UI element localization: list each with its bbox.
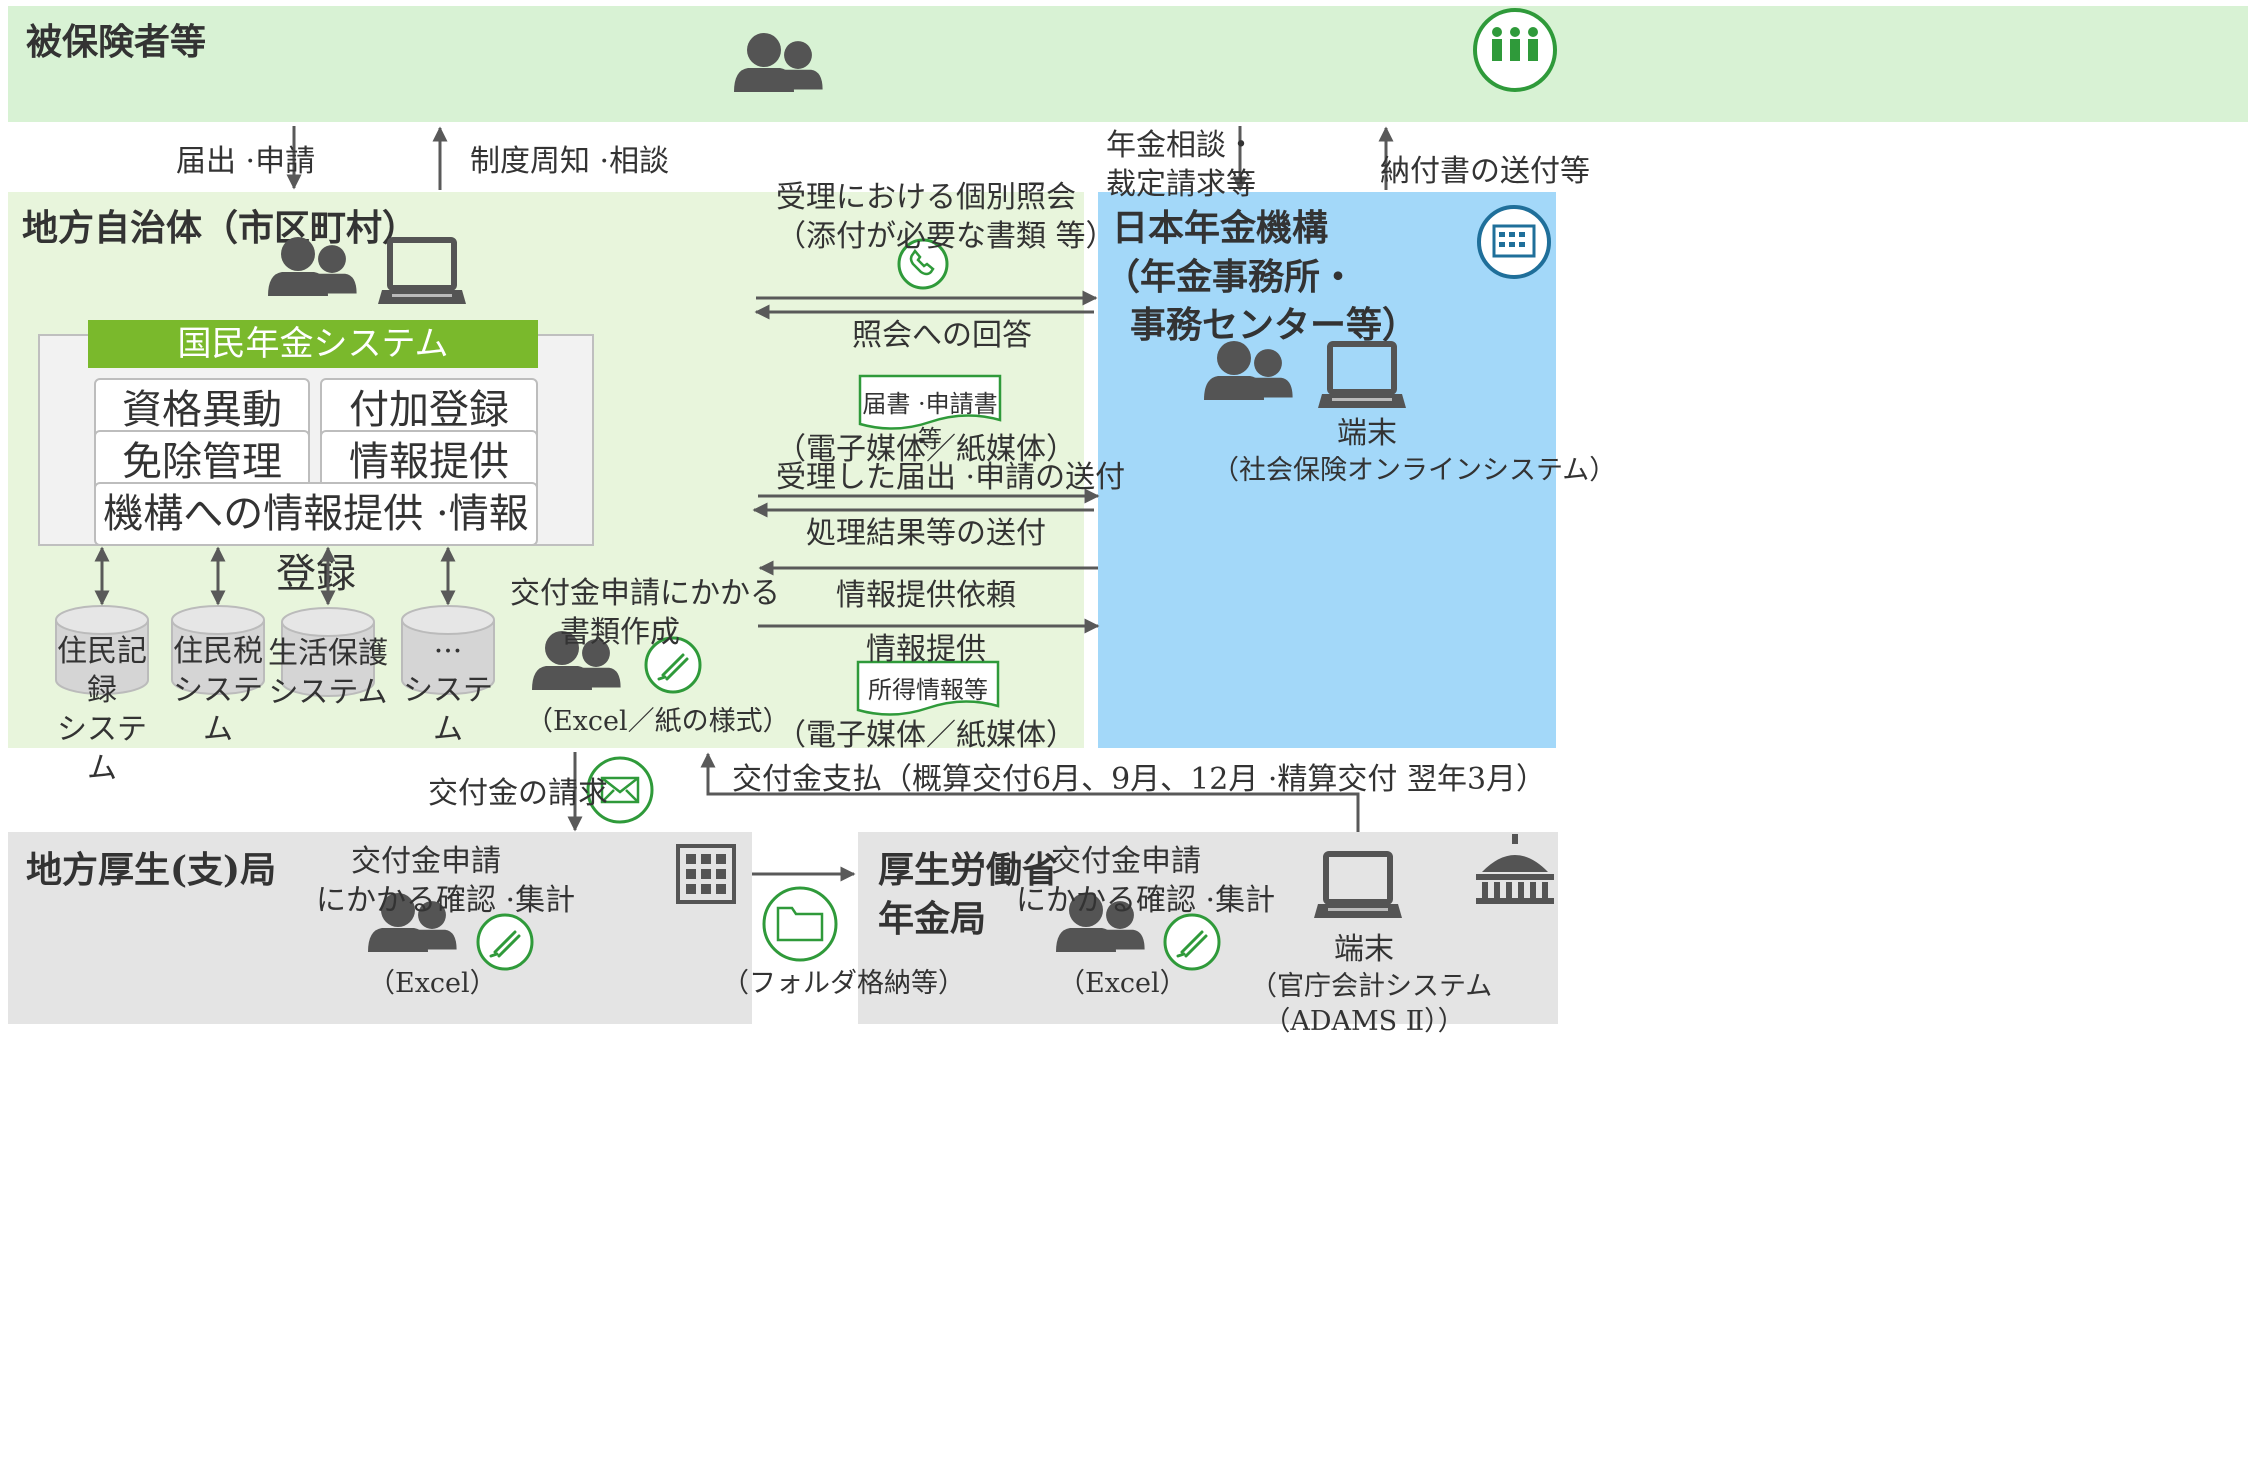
database-residence-tax-label: 住民税 システム xyxy=(164,632,272,749)
pension-laptop-icon xyxy=(1318,344,1406,408)
ministry-pen-icon xyxy=(1163,913,1221,971)
citizens-panel xyxy=(8,6,2248,122)
database-welfare-line1: 生活保護 xyxy=(268,636,388,671)
label-notify-apply: 届出 ·申請 xyxy=(176,144,316,179)
bureau-task-line2: にかかる確認 ·集計 xyxy=(316,883,576,918)
bureau-task: 交付金申請 にかかる確認 ·集計 xyxy=(316,842,576,920)
envelope-icon xyxy=(586,756,654,824)
pension-building-icon xyxy=(1477,205,1551,279)
doc-creation-title-line2: 書類作成 xyxy=(560,615,680,650)
regional-bureau-panel xyxy=(8,832,752,1024)
pension-org-title-line2: （年金事務所・ xyxy=(1104,255,1357,298)
pension-org-title-line1: 日本年金機構 xyxy=(1112,207,1329,249)
municipality-laptop-icon xyxy=(378,240,466,304)
municipality-title: 地方自治体（市区町村） xyxy=(22,207,419,249)
pension-system-title: 国民年金システム xyxy=(177,324,449,364)
database-residence-tax-line1: 住民税 xyxy=(173,634,263,669)
document-shape-1 xyxy=(858,374,1002,430)
pension-org-title-line3: 事務センター等） xyxy=(1130,304,1419,347)
label-inquiry-line1: 受理における個別照会 xyxy=(776,180,1076,215)
label-folder-storage: （フォルダ格納等） xyxy=(722,968,965,999)
pension-terminal-sub: （社会保険オンラインシステム） xyxy=(1212,455,1617,486)
pension-terminal-label: 端末 （社会保険オンラインシステム） xyxy=(1212,414,1617,488)
doc-creation-format: （Excel／紙の様式） xyxy=(526,706,790,737)
ministry-task-line2: にかかる確認 ·集計 xyxy=(1016,883,1276,918)
bureau-format: （Excel） xyxy=(368,968,497,999)
label-media2: （電子媒体／紙媒体） xyxy=(776,718,1076,753)
government-building-icon xyxy=(1476,834,1554,904)
label-pension-consult: 年金相談・ 裁定請求等 xyxy=(1106,126,1256,204)
label-payment-slip: 納付書の送付等 xyxy=(1380,154,1590,189)
document-shape-2 xyxy=(856,660,1000,716)
label-pension-consult-line2: 裁定請求等 xyxy=(1106,167,1256,202)
label-system-info: 制度周知 ·相談 xyxy=(470,144,670,179)
database-resident-line2: システム xyxy=(57,712,147,786)
bureau-task-line1: 交付金申請 xyxy=(351,844,501,879)
ministry-title: 厚生労働省 年金局 xyxy=(878,846,1058,943)
pension-org-title: 日本年金機構 （年金事務所・ 事務センター等） xyxy=(1104,204,1419,350)
label-pension-consult-line1: 年金相談・ xyxy=(1106,128,1256,163)
label-doc2: 所得情報等 xyxy=(868,676,988,704)
doc-creation-title-line1: 交付金申請にかかる xyxy=(510,576,780,611)
label-inquiry: 受理における個別照会 （添付が必要な書類 等） xyxy=(776,178,1116,256)
doc-creation-title: 交付金申請にかかる 書類作成 xyxy=(510,574,780,652)
database-residence-tax-line2: システム xyxy=(173,673,263,747)
ministry-terminal-sub2: （ADAMS Ⅱ）） xyxy=(1263,1006,1465,1038)
database-other-label: ··· システム xyxy=(394,632,502,749)
citizens-title: 被保険者等 xyxy=(26,21,207,63)
ministry-terminal-label: 端末 （官庁会計システム （ADAMS Ⅱ）） xyxy=(1250,930,1493,1039)
function-org-info-registration: 機構への情報提供 ·情報登録 xyxy=(94,482,538,597)
ministry-task-line1: 交付金申請 xyxy=(1051,844,1201,879)
bureau-pen-icon xyxy=(476,913,534,971)
ministry-title-line1: 厚生労働省 xyxy=(878,849,1059,891)
label-doc1: 届書 ·申請書等 xyxy=(862,390,998,453)
database-other-line2: システム xyxy=(403,673,493,747)
label-info-request: 情報提供依頼 xyxy=(836,578,1016,613)
database-other-line1: ··· xyxy=(433,634,463,669)
label-media1: （電子媒体／紙媒体） xyxy=(776,432,1076,467)
family-icon xyxy=(1473,8,1557,92)
arrow-grant-payment xyxy=(700,752,1360,832)
database-resident-label: 住民記録 システム xyxy=(48,632,156,788)
pension-system-header: 国民年金システム xyxy=(88,320,538,368)
database-welfare-line2: システム xyxy=(268,675,388,710)
ministry-format: （Excel） xyxy=(1058,968,1187,999)
bureau-building-icon xyxy=(676,844,736,904)
ministry-laptop-icon xyxy=(1314,854,1402,918)
regional-bureau-title: 地方厚生(支)局 xyxy=(26,849,277,891)
database-resident-line1: 住民記録 xyxy=(57,634,147,708)
municipality-people-icon xyxy=(268,237,357,296)
phone-icon xyxy=(897,238,949,290)
ministry-task: 交付金申請 にかかる確認 ·集計 xyxy=(1016,842,1276,920)
pension-terminal-name: 端末 xyxy=(1337,416,1397,451)
label-inquiry-reply: 照会への回答 xyxy=(852,318,1032,353)
folder-icon xyxy=(762,886,838,962)
ministry-terminal-name: 端末 xyxy=(1334,932,1394,967)
database-welfare-label: 生活保護 システム xyxy=(268,634,388,712)
citizens-people-icon xyxy=(734,33,823,92)
ministry-title-line2: 年金局 xyxy=(878,897,987,940)
label-info-provide: 情報提供 xyxy=(866,632,986,667)
label-inquiry-line2: （添付が必要な書類 等） xyxy=(776,219,1116,254)
db-link-arrows xyxy=(94,546,456,606)
label-grant-payment: 交付金支払（概算交付6月、9月、12月 ·精算交付 翌年3月） xyxy=(732,762,1547,797)
label-send-results: 処理結果等の送付 xyxy=(806,516,1046,551)
pension-org-panel xyxy=(1098,192,1556,748)
label-grant-claim: 交付金の請求 xyxy=(428,776,608,811)
label-send-received: 受理した届出 ·申請の送付 xyxy=(776,460,1126,495)
pension-people-icon xyxy=(1204,341,1293,400)
ministry-terminal-sub1: （官庁会計システム xyxy=(1250,971,1493,1002)
